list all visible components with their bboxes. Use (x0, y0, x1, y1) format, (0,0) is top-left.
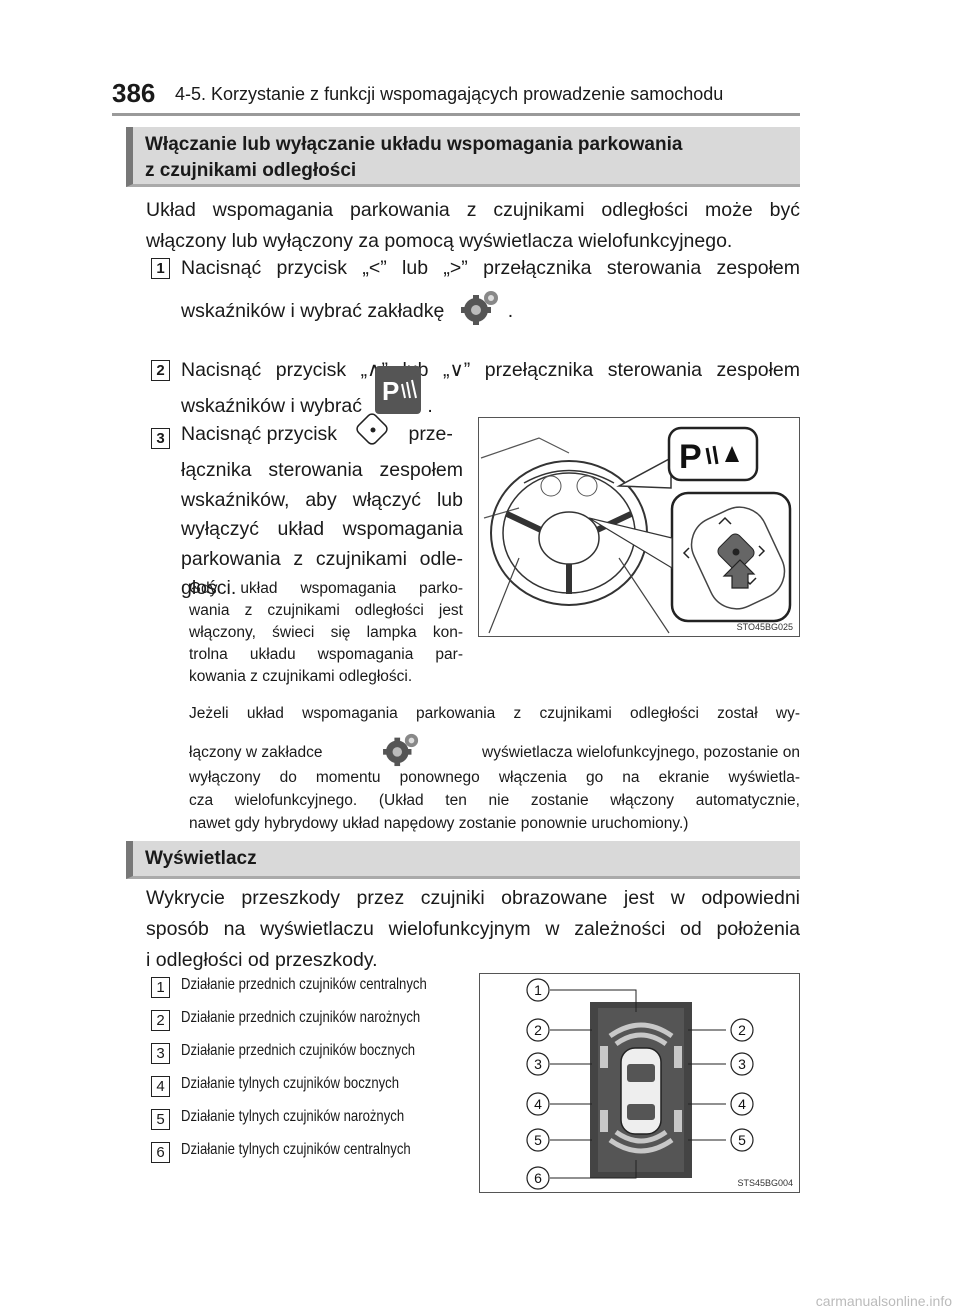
step3-line: parkowania z czujnikami odle- (181, 547, 463, 570)
note-line: włączony, świeci się lampka kon- (189, 624, 463, 641)
section-title-line2: z czujnikami odległości (145, 160, 357, 181)
callout-5-left: 5 (534, 1132, 542, 1148)
callout-2-right: 2 (738, 1022, 746, 1038)
callout-6-rear-center: 6 (534, 1170, 542, 1186)
step3-line: łącznika sterowania zespołem (181, 459, 463, 481)
settings-gears-icon (381, 731, 423, 774)
note-line: wania z czujnikami odległości jest (189, 602, 463, 619)
step1-line2: wskaźników i wybrać zakładkę . (181, 288, 513, 336)
section-title: Wyświetlacz (145, 848, 257, 869)
section-heading-display: Wyświetlacz (126, 841, 800, 879)
sensor-display-figure: 1 2 2 3 3 4 4 5 5 6 STS45BG004 (479, 973, 800, 1193)
step-number: 1 (151, 258, 170, 279)
callout-3-left: 3 (534, 1056, 542, 1072)
display-intro: Wykrycie przeszkody przez czujniki obraz… (146, 887, 800, 971)
intro-paragraph: Układ wspomagania parkowania z czujnikam… (146, 195, 800, 257)
note-line: trolna układu wspomagania par- (189, 646, 463, 663)
chapter-title: 4-5. Korzystanie z funkcji wspomagającyc… (175, 84, 724, 104)
note2-line1: Jeżeli układ wspomagania parkowania z cz… (189, 705, 800, 722)
note-line: kowania z czujnikami odległości. (189, 668, 413, 685)
callout-4-right: 4 (738, 1096, 746, 1112)
figure-code: STS45BG004 (737, 1178, 793, 1188)
svg-text:P: P (382, 376, 399, 406)
callout-4-left: 4 (534, 1096, 542, 1112)
step2-line1: Nacisnąć przycisk „∧” lub „∨” przełączni… (181, 359, 800, 381)
callout-5-right: 5 (738, 1132, 746, 1148)
step2-line2: wskaźników i wybrać P . (181, 366, 433, 424)
enter-button-icon (356, 413, 390, 457)
step3-line1: Nacisnąć przycisk prze- (181, 413, 463, 457)
footer-watermark: carmanualsonline.info (815, 1293, 952, 1309)
note-line: Gdy układ wspomagania parko- (189, 580, 463, 597)
callout-1-front-center: 1 (534, 982, 542, 998)
steering-wheel-figure: P STO45BG025 (478, 417, 800, 637)
step3-line: wskaźników, aby włączyć lub (181, 488, 463, 511)
step3-note: Gdy układ wspomagania parko- wania z czu… (189, 578, 463, 688)
callout-3-right: 3 (738, 1056, 746, 1072)
intro-line: Układ wspomagania parkowania z czujnikam… (146, 199, 800, 221)
section-heading-onoff: Włączanie lub wyłączanie układu wspomaga… (126, 127, 800, 187)
intro-line: włączony lub wyłączony za pomocą wyświet… (146, 230, 733, 252)
step3-line: głości. (181, 577, 237, 599)
settings-gears-icon (460, 288, 502, 336)
step-number: 3 (151, 428, 170, 449)
steering-wheel-illustration: P (480, 426, 792, 634)
note2-rest: wyłączony do momentu ponownego włączenia… (189, 769, 800, 832)
step3-text: łącznika sterowania zespołem wskaźników,… (181, 456, 463, 604)
svg-text:P: P (679, 438, 702, 476)
step3-line: wyłączyć układ wspomagania (181, 518, 463, 540)
step1-line1: Nacisnąć przycisk „<” lub „>” przełączni… (181, 257, 800, 279)
callout-2-left: 2 (534, 1022, 542, 1038)
sensor-display-illustration: 1 2 2 3 3 4 4 5 5 6 (526, 978, 754, 1190)
figure-code: STO45BG025 (736, 622, 793, 632)
note2-line2: łączony w zakładce wyświetlacza wielofun… (189, 731, 800, 774)
step-number: 2 (151, 360, 170, 381)
page-number: 386 (112, 78, 156, 108)
parking-sensor-icon: P (375, 366, 422, 424)
header-rule (112, 113, 800, 116)
section-title-line1: Włączanie lub wyłączanie układu wspomaga… (145, 134, 683, 155)
